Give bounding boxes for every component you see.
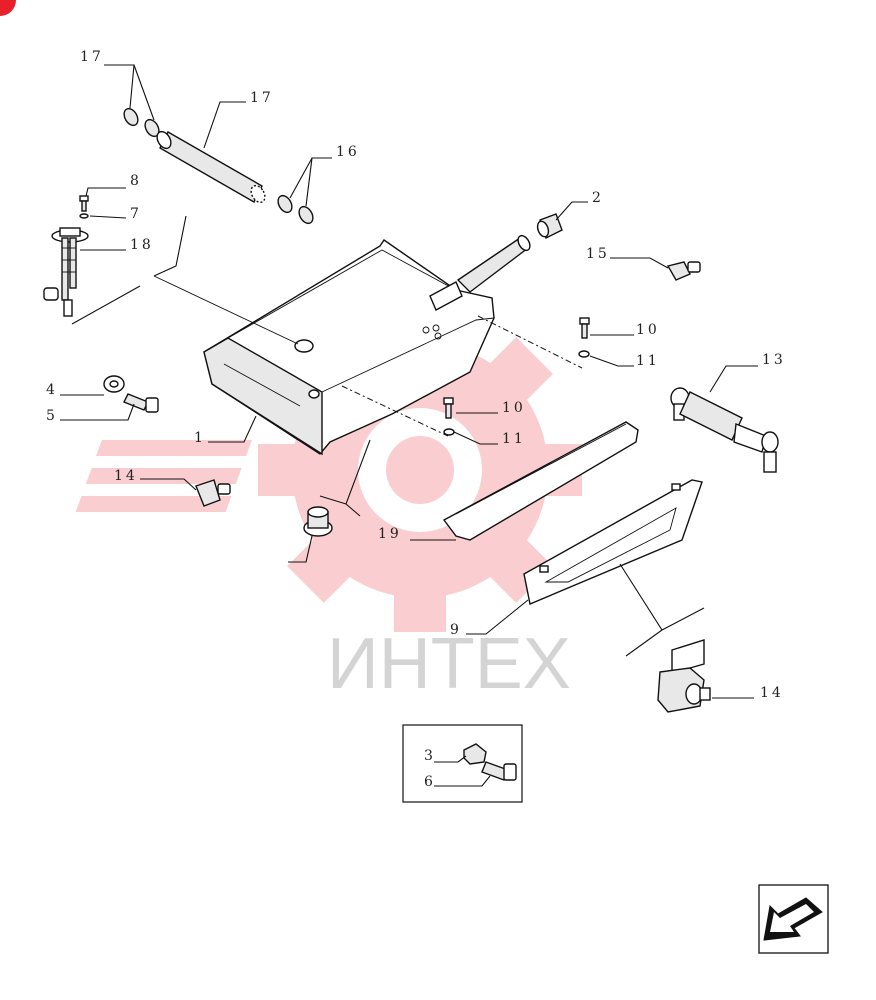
callout-17-left: 18 <box>130 237 154 253</box>
hydraulic-cylinder <box>670 387 779 473</box>
callout-2: 2 <box>592 190 604 206</box>
bolt-left <box>123 393 159 413</box>
corner-marker <box>0 0 16 16</box>
bolt-centre <box>443 397 454 419</box>
callout-5: 5 <box>46 408 58 424</box>
callout-10-right: 10 <box>636 322 660 338</box>
fuel-tank <box>203 234 531 456</box>
washer-right <box>578 350 590 358</box>
drain-valve <box>657 639 711 713</box>
callout-13: 14 <box>760 685 784 701</box>
callout-labels: 17 17 16 8 7 18 2 15 10 11 13 4 5 1 10 1… <box>46 49 786 790</box>
fuel-level-sender <box>43 227 89 317</box>
step-plate <box>523 479 703 605</box>
sender-washer <box>79 213 89 219</box>
callout-7: 7 <box>130 206 142 222</box>
elbow-fitting-left <box>195 479 231 507</box>
callout-3: 3 <box>424 748 436 764</box>
next-page-arrow-icon[interactable] <box>758 884 829 954</box>
bolt-right <box>579 317 590 339</box>
washer-centre <box>443 428 455 436</box>
fuel-hose <box>156 130 266 204</box>
callout-14-left: 14 <box>114 468 138 484</box>
elbow-fitting-right <box>666 261 701 281</box>
callout-15: 16 <box>336 144 360 160</box>
rubber-mount <box>303 506 333 537</box>
callout-4: 4 <box>46 382 58 398</box>
callout-8: 8 <box>130 173 142 189</box>
callout-16: 17 <box>250 90 274 106</box>
hose-clamp-pair-right <box>277 194 314 225</box>
sender-screw <box>79 195 89 212</box>
callout-14-right: 15 <box>586 246 610 262</box>
hose-clamp-pair-top <box>123 107 160 138</box>
inset-box <box>402 724 523 803</box>
callout-17-top: 17 <box>80 49 104 65</box>
callout-9: 9 <box>450 622 462 638</box>
callout-11-centre: 11 <box>502 431 526 447</box>
callout-1: 1 <box>194 430 206 446</box>
washer-left-hole <box>109 380 119 388</box>
callout-12: 13 <box>762 352 786 368</box>
watermark-text: ИНТЕХ <box>327 624 571 704</box>
callout-18: 19 <box>378 526 402 542</box>
support-rail <box>442 421 639 541</box>
leader-lines <box>60 64 758 787</box>
callout-6: 6 <box>424 774 436 790</box>
callout-10-centre: 10 <box>502 400 526 416</box>
callout-11-right: 11 <box>636 353 660 369</box>
